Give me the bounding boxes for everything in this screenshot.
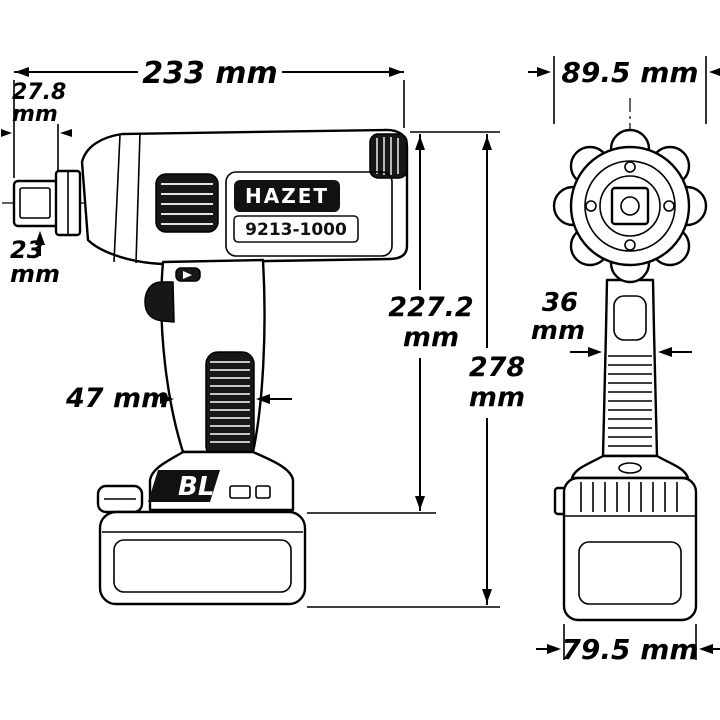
motor-housing: HAZET 9213-1000	[80, 128, 409, 266]
dim-head-diameter-text: 89.5 mm	[561, 56, 698, 89]
bl-badge	[148, 470, 220, 502]
arrow-down-icon	[482, 589, 492, 603]
arrow-left-icon	[15, 67, 29, 77]
arrow-right-icon	[160, 394, 174, 404]
dim-anvil-protrusion: 27.8 mm	[1, 80, 72, 170]
dim-overall-height-unit: mm	[469, 382, 525, 413]
arrow-left-icon	[256, 394, 270, 404]
dim-anvil-unit: mm	[12, 102, 58, 127]
dim-overall-height-value: 278	[469, 352, 525, 383]
vent-grille	[155, 173, 219, 233]
dim-head-diameter: 89.5 mm	[528, 56, 720, 124]
arrow-up-icon	[35, 231, 45, 245]
dim-overall-length: 233 mm	[13, 50, 405, 178]
dim-square-drive: 23 mm	[10, 231, 60, 288]
arrow-left-icon	[60, 129, 72, 137]
front-square-drive	[610, 186, 650, 226]
front-grip-details	[608, 295, 652, 447]
dim-housing-height: 227.2 mm	[307, 131, 500, 514]
front-grip	[601, 278, 659, 458]
arrow-left-icon	[709, 68, 720, 76]
arrow-right-icon	[389, 67, 403, 77]
brand-label: HAZET	[245, 184, 329, 208]
direction-arrow-icon	[183, 271, 192, 279]
dim-battery-width: 79.5 mm	[536, 624, 720, 666]
side-view: HAZET 9213-1000	[2, 128, 409, 606]
dim-overall-height: 278 mm	[307, 134, 530, 608]
arrow-left-icon	[699, 644, 713, 654]
dim-overall-length-text: 233 mm	[142, 56, 278, 91]
dim-battery-width-text: 79.5 mm	[561, 633, 698, 666]
arrow-up-icon	[482, 136, 492, 150]
front-battery	[553, 454, 698, 622]
dim-anvil-value: 27.8	[12, 80, 66, 105]
handle-grip	[144, 258, 266, 459]
arrow-left-icon	[658, 347, 672, 357]
front-head	[552, 128, 708, 284]
square-drive-anvil	[12, 169, 82, 237]
bl-label: BL	[178, 472, 214, 502]
rear-vent-mesh	[369, 133, 408, 179]
dim-grip-depth-text: 47 mm	[65, 383, 169, 414]
dim-grip-depth: 47 mm	[65, 383, 292, 414]
arrow-down-icon	[415, 496, 425, 510]
arrow-up-icon	[415, 136, 425, 150]
dim-grip-width-unit: mm	[531, 316, 585, 346]
arrow-right-icon	[1, 129, 12, 137]
label-plate: HAZET 9213-1000	[225, 171, 393, 257]
arrow-right-icon	[588, 347, 602, 357]
dim-grip-width: 36 mm	[531, 288, 692, 357]
dim-grip-width-value: 36	[542, 288, 578, 318]
model-label: 9213-1000	[245, 220, 347, 240]
arrow-right-icon	[537, 67, 551, 77]
dim-drive-unit: mm	[10, 260, 60, 288]
front-view	[552, 98, 708, 622]
battery-mount: BL	[148, 450, 295, 512]
arrow-right-icon	[547, 644, 561, 654]
grip-ribs	[205, 351, 255, 459]
trigger	[144, 281, 175, 323]
brand-badge	[234, 180, 340, 212]
model-badge	[233, 215, 359, 243]
dim-housing-height-unit: mm	[403, 322, 459, 353]
battery-pack-side	[96, 484, 307, 606]
dim-housing-height-value: 227.2	[388, 292, 473, 323]
